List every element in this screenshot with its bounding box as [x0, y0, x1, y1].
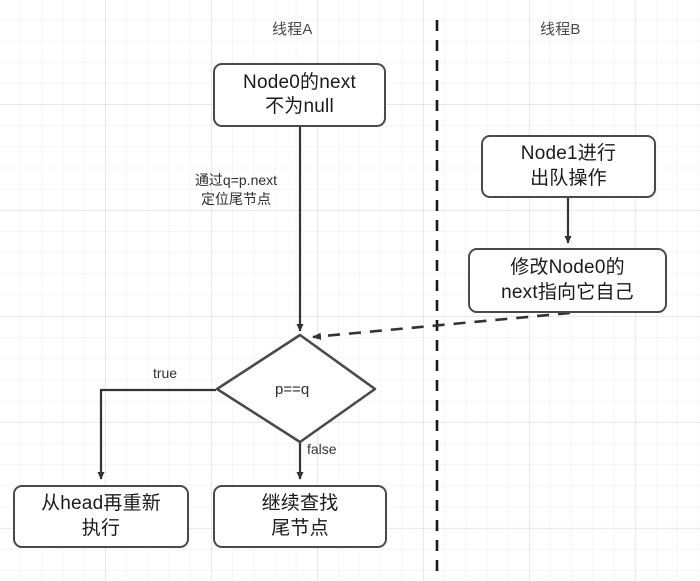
node-node1-dequeue[interactable]: Node1进行 出队操作 [481, 135, 656, 198]
edge-crosslane-dashed [312, 311, 571, 340]
node-keep-searching-label: 继续查找 尾节点 [261, 493, 339, 539]
node-restart-head[interactable]: 从head再重新 执行 [13, 485, 189, 548]
lane-title-thread-b: 线程B [540, 21, 581, 38]
node-node0-next[interactable]: Node0的next 不为null [213, 63, 386, 127]
decision-pq-label: p==q [275, 381, 310, 398]
lane-title-thread-a: 线程A [272, 21, 313, 38]
node-node0-next-label: Node0的next 不为null [243, 71, 356, 117]
edge-label-false: false [307, 441, 337, 457]
node-keep-searching[interactable]: 继续查找 尾节点 [213, 485, 387, 548]
node-restart-head-label: 从head再重新 执行 [41, 493, 161, 539]
edge-true-branch [97, 388, 216, 480]
node-node1-dequeue-label: Node1进行 出队操作 [520, 143, 617, 189]
edge-label-locate-tail: 通过q=p.next 定位尾节点 [194, 172, 278, 207]
node-node0-self-next[interactable]: 修改Node0的 next指向它自己 [468, 248, 667, 313]
edge-label-true: true [152, 365, 178, 381]
node-node0-self-next-label: 修改Node0的 next指向它自己 [501, 257, 634, 303]
